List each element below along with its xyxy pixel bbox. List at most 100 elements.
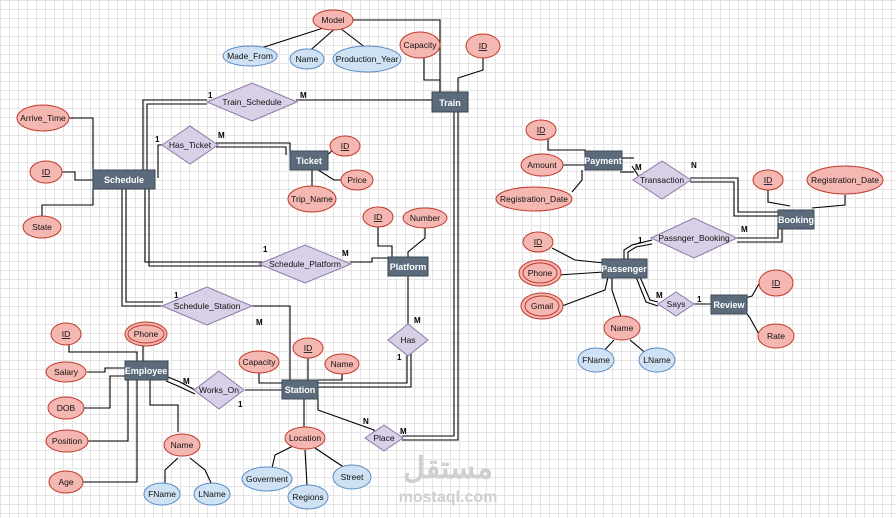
card-has-ticket-m: M [218,131,225,140]
attribute-booking-id[interactable]: ID [752,169,784,191]
relationship-schedule-platform[interactable]: Schedule_Platform [257,244,353,284]
attribute-age[interactable]: Age [48,470,84,494]
entity-schedule[interactable]: Schedule [92,169,156,190]
svg-text:Arrive_Time: Arrive_Time [20,113,66,123]
svg-text:Number: Number [410,213,440,223]
attribute-arrive-time[interactable]: Arrive_Time [16,104,70,132]
attribute-station-capacity[interactable]: Capacity [238,350,280,374]
attribute-payment-registration-date[interactable]: Registration_Date [495,186,573,212]
entity-review[interactable]: Review [710,294,748,315]
attribute-review-id[interactable]: ID [758,269,794,297]
attribute-model-name[interactable]: Name [289,48,325,70]
attribute-train-id[interactable]: ID [465,33,501,59]
svg-text:Schedule: Schedule [104,175,144,185]
attribute-train-capacity[interactable]: Capacity [399,31,441,59]
relationship-works-on[interactable]: Works_On [193,370,245,410]
svg-text:FName: FName [148,489,176,499]
attribute-ticket-id[interactable]: ID [329,135,361,157]
svg-text:Train: Train [439,98,461,108]
entity-passenger[interactable]: Passenger [601,258,648,279]
attribute-employee-id[interactable]: ID [50,322,82,346]
svg-text:Made_From: Made_From [227,51,273,61]
svg-text:ID: ID [534,237,543,247]
attribute-location[interactable]: Location [284,426,326,450]
relationship-has-ticket[interactable]: Has_Ticket [161,125,219,165]
attribute-position[interactable]: Position [45,429,89,453]
svg-text:Payment: Payment [584,156,622,166]
attribute-passenger-lname[interactable]: LName [638,347,676,373]
attribute-amount[interactable]: Amount [520,153,564,177]
attribute-state[interactable]: State [22,215,62,239]
attribute-production-year[interactable]: Production_Year [332,45,402,73]
card-schedule-platform-m: M [342,249,349,258]
attribute-employee-name[interactable]: Name [163,433,201,457]
svg-text:ID: ID [374,212,383,222]
attribute-employee-lname[interactable]: LName [193,482,231,506]
relationship-place[interactable]: Place [364,424,404,452]
attribute-employee-phone[interactable]: Phone [124,321,168,347]
card-schedule-station-1: 1 [174,291,179,300]
svg-text:Review: Review [713,300,745,310]
entity-train[interactable]: Train [431,91,469,113]
attribute-employee-fname[interactable]: FName [143,482,181,506]
attribute-passenger-fname[interactable]: FName [577,347,615,373]
attribute-dob[interactable]: DOB [47,396,85,420]
card-place-n: N [363,417,369,426]
attribute-regions[interactable]: Regions [287,484,329,510]
attribute-schedule-id[interactable]: ID [29,160,63,184]
svg-text:Street: Street [341,472,364,482]
svg-text:ID: ID [341,141,350,151]
svg-text:Has_Ticket: Has_Ticket [169,140,212,150]
entity-employee[interactable]: Employee [124,360,169,381]
attribute-salary[interactable]: Salary [45,361,87,383]
relationship-passenger-booking[interactable]: Passnger_Booking [649,217,739,259]
svg-text:Station: Station [285,385,316,395]
card-passenger-booking-m: M [741,225,748,234]
svg-text:State: State [32,222,52,232]
entity-payment[interactable]: Payment [584,150,623,171]
svg-text:ID: ID [537,125,546,135]
entity-booking[interactable]: Booking [777,209,815,230]
attribute-station-id[interactable]: ID [292,337,324,359]
attribute-gmail[interactable]: Gmail [520,292,564,320]
card-transaction-n: N [691,161,697,170]
card-has-m: M [414,316,421,325]
entity-platform[interactable]: Platform [387,256,429,277]
svg-text:Location: Location [289,433,321,443]
relationship-train-schedule[interactable]: Train_Schedule [205,82,299,122]
entity-ticket[interactable]: Ticket [289,150,329,171]
relationship-schedule-station[interactable]: Schedule_Station [160,286,254,326]
attribute-booking-registration-date[interactable]: Registration_Date [806,165,884,195]
relationship-has[interactable]: Has [387,323,429,357]
attribute-payment-id[interactable]: ID [525,119,557,141]
attribute-station-name[interactable]: Name [324,353,360,375]
svg-text:Passnger_Booking: Passnger_Booking [658,233,730,243]
attribute-goverment[interactable]: Goverment [241,466,293,492]
card-transaction-m: M [635,163,642,172]
svg-text:LName: LName [643,355,671,365]
attribute-platform-id[interactable]: ID [362,206,394,228]
attribute-passenger-id[interactable]: ID [522,231,554,253]
entity-station[interactable]: Station [281,379,319,400]
svg-text:Age: Age [58,477,73,487]
attribute-trip-name[interactable]: Trip_Name [287,185,337,213]
attribute-model[interactable]: Model [312,9,354,31]
watermark-arabic: مستقل [403,452,493,485]
card-has-1: 1 [397,353,402,362]
svg-text:Phone: Phone [528,268,553,278]
relationship-transaction[interactable]: Transaction [632,160,692,200]
attribute-street[interactable]: Street [332,464,372,490]
card-says-m: M [656,291,663,300]
attribute-passenger-phone[interactable]: Phone [518,259,562,287]
card-has-ticket-1: 1 [155,135,160,144]
svg-text:Amount: Amount [527,160,557,170]
attribute-made-from[interactable]: Made_From [222,45,278,67]
attribute-rate[interactable]: Rate [757,323,795,349]
relationship-says[interactable]: Says [657,291,695,317]
svg-text:ID: ID [304,343,313,353]
svg-text:Employee: Employee [125,366,168,376]
svg-text:Place: Place [373,433,395,443]
attribute-number[interactable]: Number [402,207,448,229]
attribute-passenger-name[interactable]: Name [603,315,641,341]
attribute-price[interactable]: Price [340,169,374,191]
